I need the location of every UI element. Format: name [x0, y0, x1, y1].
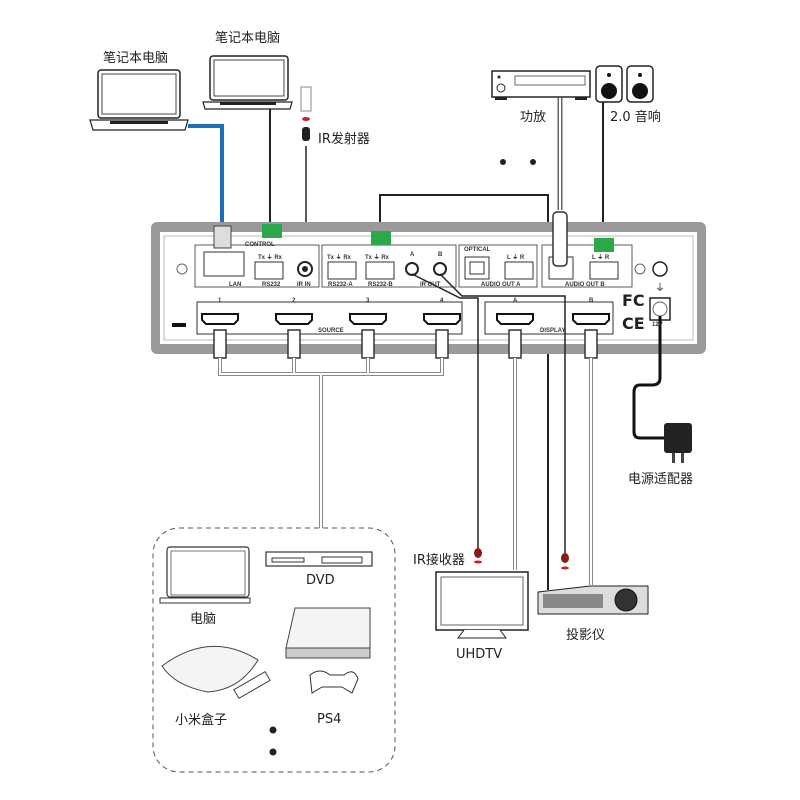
dvd-label: DVD [306, 573, 335, 588]
uhdtv-icon [435, 571, 529, 639]
rs232b-label: RS232-B [368, 282, 393, 288]
display-label: DISPLAY [540, 328, 566, 334]
ir-out-b-label: B [438, 252, 443, 258]
computer-icon [159, 546, 251, 604]
audio-a-pin-label: L ⏚ R [507, 255, 525, 261]
audio-out-b-label: AUDIO OUT B [565, 282, 605, 288]
ir-out-a-cable [411, 273, 479, 548]
rs232b-cable [379, 194, 549, 590]
ellipsis-dot [530, 159, 536, 165]
mibox-icon [161, 645, 271, 700]
ps4-label: PS4 [317, 712, 342, 727]
ir-out-a-label: A [410, 252, 415, 258]
projector-label: 投影仪 [566, 628, 606, 643]
projector-icon [537, 585, 649, 615]
rs232-label: RS232 [262, 282, 281, 288]
rs232a-pin-label: Tx ⏚ Rx [327, 255, 352, 261]
optical-label: OPTICAL [464, 247, 491, 253]
display-port-a-label: A [513, 298, 518, 304]
power-cord [632, 316, 665, 440]
power-port-label: 12V [652, 322, 663, 328]
source-port-3-label: 3 [366, 298, 370, 304]
audio-b-pin-label: L ⏚ R [592, 255, 610, 261]
audio-out-a-label: AUDIO OUT A [481, 282, 521, 288]
uhdtv-label: UHDTV [456, 647, 503, 662]
speakers-icon [595, 65, 654, 103]
computer-label: 电脑 [190, 612, 217, 627]
amplifier-icon [491, 70, 591, 100]
ir-in-label: IR IN [297, 282, 311, 288]
ir-out-label: IR OUT [420, 282, 441, 288]
power-adapter-icon [664, 423, 692, 463]
rs232a-label: RS232-A [328, 282, 353, 288]
fcc-mark: FC [622, 291, 645, 310]
laptop-rs232-icon [202, 55, 293, 110]
ir-emitter-label: IR发射器 [318, 132, 370, 147]
source-port-2-label: 2 [292, 298, 296, 304]
source-port-4-label: 4 [440, 298, 444, 304]
laptop-rs232-label: 笔记本电脑 [215, 31, 281, 46]
sources-group [152, 527, 396, 773]
amplifier-label: 功放 [520, 110, 547, 125]
lan-label: LAN [229, 282, 242, 288]
ir-receiver-icon [474, 548, 482, 558]
power-adapter-label: 电源适配器 [628, 472, 694, 487]
lan-cable [188, 124, 224, 232]
ce-mark: CE [622, 314, 645, 333]
display-port-b-label: B [589, 298, 594, 304]
ground-icon: ⏚ [655, 283, 665, 294]
dvd-icon [265, 551, 373, 567]
laptop-lan-label: 笔记本电脑 [103, 51, 169, 66]
ir-receiver-label: IR接收器 [413, 553, 465, 568]
rs232-pin-label: Tx ⏚ Rx [258, 255, 283, 261]
ellipsis-dot [500, 159, 506, 165]
source-port-1-label: 1 [218, 298, 222, 304]
rs232b-pin-label: Tx ⏚ Rx [365, 255, 390, 261]
laptop-lan-icon [89, 69, 189, 131]
ps4-icon [285, 607, 371, 694]
terminal-green [262, 224, 282, 238]
ir-out-b-cable [439, 273, 566, 553]
speakers-label: 2.0 音响 [610, 110, 661, 125]
ir-emitter-icon [300, 86, 312, 141]
mibox-label: 小米盒子 [175, 713, 228, 728]
source-label: SOURCE [318, 328, 344, 334]
device-rear-panel [151, 211, 706, 354]
control-label: CONTROL [245, 242, 275, 248]
